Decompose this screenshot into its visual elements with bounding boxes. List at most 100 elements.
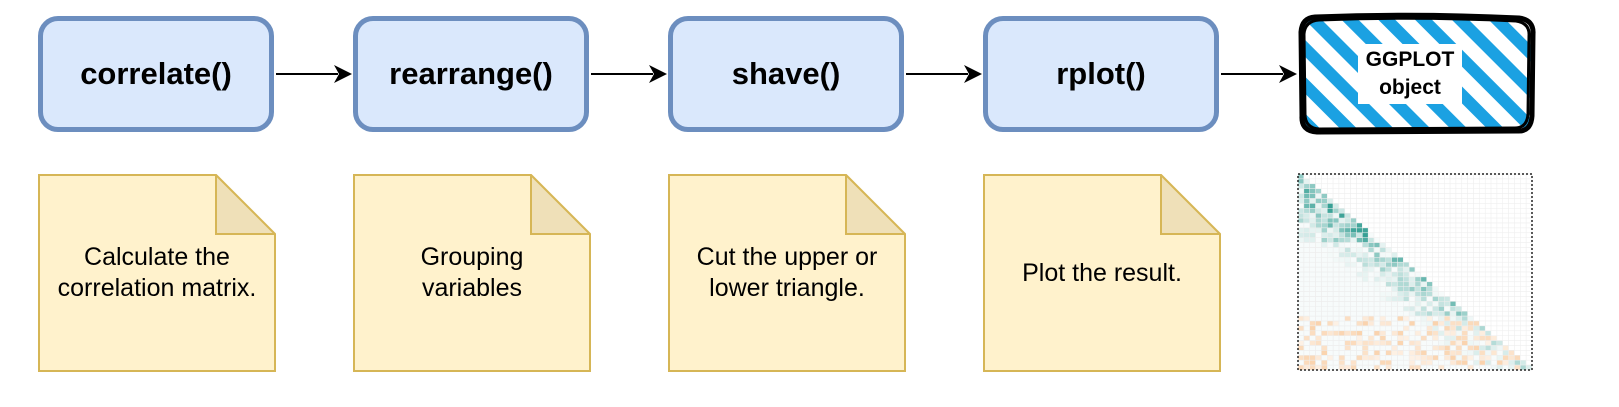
heatmap-cell <box>1444 208 1451 214</box>
heatmap-cell <box>1303 188 1310 194</box>
heatmap-cell <box>1350 325 1357 332</box>
heatmap-cell <box>1455 247 1463 253</box>
heatmap-cell <box>1514 291 1521 297</box>
heatmap-cell <box>1338 345 1346 351</box>
heatmap-cell <box>1467 350 1474 356</box>
heatmap-cell <box>1514 320 1521 327</box>
heatmap-cell <box>1520 252 1527 258</box>
heatmap-cell <box>1426 232 1433 238</box>
heatmap-cell <box>1350 355 1357 361</box>
heatmap-cell <box>1520 301 1527 307</box>
heatmap-cell <box>1455 320 1463 327</box>
heatmap-cell <box>1461 296 1468 302</box>
heatmap-cell <box>1391 203 1398 209</box>
heatmap-cell <box>1473 257 1480 263</box>
heatmap-cell <box>1362 345 1369 351</box>
heatmap-cell <box>1297 276 1305 283</box>
heatmap-cell <box>1525 266 1533 273</box>
heatmap-cell <box>1484 188 1492 194</box>
heatmap-cell <box>1484 291 1492 297</box>
heatmap-cell <box>1327 261 1334 268</box>
heatmap-cell <box>1356 242 1363 248</box>
heatmap-cell <box>1426 237 1433 243</box>
heatmap-cell <box>1455 291 1463 297</box>
heatmap-cell <box>1414 198 1422 204</box>
heatmap-cell <box>1379 227 1387 234</box>
heatmap-cell <box>1514 227 1521 234</box>
heatmap-cell <box>1373 183 1381 189</box>
heatmap-cell <box>1449 310 1457 317</box>
heatmap-cell <box>1385 306 1392 312</box>
heatmap-cell <box>1455 286 1463 292</box>
heatmap-cell <box>1297 330 1305 336</box>
heatmap-cell <box>1367 261 1375 268</box>
heatmap-cell <box>1338 193 1346 199</box>
heatmap-cell <box>1426 178 1433 185</box>
heatmap-cell <box>1508 198 1515 204</box>
heatmap-cell <box>1514 350 1521 356</box>
heatmap-cell <box>1484 232 1492 238</box>
heatmap-cell <box>1309 286 1316 292</box>
heatmap-cell <box>1414 183 1422 189</box>
heatmap-cell <box>1391 301 1398 307</box>
heatmap-cell <box>1502 198 1509 204</box>
heatmap-cell <box>1408 217 1416 224</box>
heatmap-cell <box>1520 232 1527 238</box>
heatmap-cell <box>1479 281 1486 287</box>
heatmap-cell <box>1408 345 1416 351</box>
heatmap-cell <box>1373 227 1381 234</box>
heatmap-cell <box>1321 178 1328 185</box>
heatmap-cell <box>1332 257 1340 263</box>
heatmap-cell <box>1449 340 1457 346</box>
heatmap-cell <box>1467 310 1474 317</box>
heatmap-cell <box>1367 350 1375 356</box>
heatmap-cell <box>1350 252 1357 258</box>
heatmap-cell <box>1397 271 1404 278</box>
heatmap-cell <box>1321 212 1328 219</box>
heatmap-cell <box>1315 359 1322 366</box>
heatmap-cell <box>1461 271 1468 278</box>
heatmap-cell <box>1414 335 1422 341</box>
heatmap-cell <box>1502 183 1509 189</box>
heatmap-cell <box>1473 183 1480 189</box>
heatmap-cell <box>1332 325 1340 332</box>
heatmap-cell <box>1432 271 1439 278</box>
heatmap-cell <box>1432 242 1439 248</box>
heatmap-cell <box>1327 340 1334 346</box>
heatmap-cell <box>1414 315 1422 322</box>
note-text: Calculate the correlation matrix. <box>57 243 257 302</box>
heatmap-cell <box>1502 217 1509 224</box>
heatmap-cell <box>1321 276 1328 283</box>
heatmap-cell <box>1397 217 1404 224</box>
heatmap-cell <box>1432 340 1439 346</box>
heatmap-cell <box>1403 252 1410 258</box>
heatmap-cell <box>1327 198 1334 204</box>
heatmap-cell <box>1426 350 1433 356</box>
heatmap-cell <box>1373 281 1381 287</box>
heatmap-cell <box>1479 212 1486 219</box>
heatmap-cell <box>1525 306 1533 312</box>
heatmap-cell <box>1321 271 1328 278</box>
heatmap-cell <box>1508 340 1515 346</box>
heatmap-cell <box>1403 257 1410 263</box>
heatmap-cell <box>1525 252 1533 258</box>
heatmap-cell <box>1297 291 1305 297</box>
heatmap-cell <box>1514 261 1521 268</box>
heatmap-cell <box>1403 178 1410 185</box>
heatmap-cell <box>1455 217 1463 224</box>
heatmap-cell <box>1408 271 1416 278</box>
heatmap-cell <box>1414 291 1422 297</box>
heatmap-cell <box>1327 247 1334 253</box>
heatmap-cell <box>1438 306 1445 312</box>
heatmap-cell <box>1438 193 1445 199</box>
heatmap-cell <box>1379 286 1387 292</box>
heatmap-cell <box>1321 242 1328 248</box>
heatmap-cell <box>1514 315 1521 322</box>
heatmap-cell <box>1297 355 1305 361</box>
heatmap-cell <box>1449 237 1457 243</box>
heatmap-cell <box>1508 188 1515 194</box>
heatmap-cell <box>1385 198 1392 204</box>
heatmap-cell <box>1297 217 1305 224</box>
heatmap-cell <box>1338 335 1346 341</box>
heatmap-cell <box>1356 350 1363 356</box>
